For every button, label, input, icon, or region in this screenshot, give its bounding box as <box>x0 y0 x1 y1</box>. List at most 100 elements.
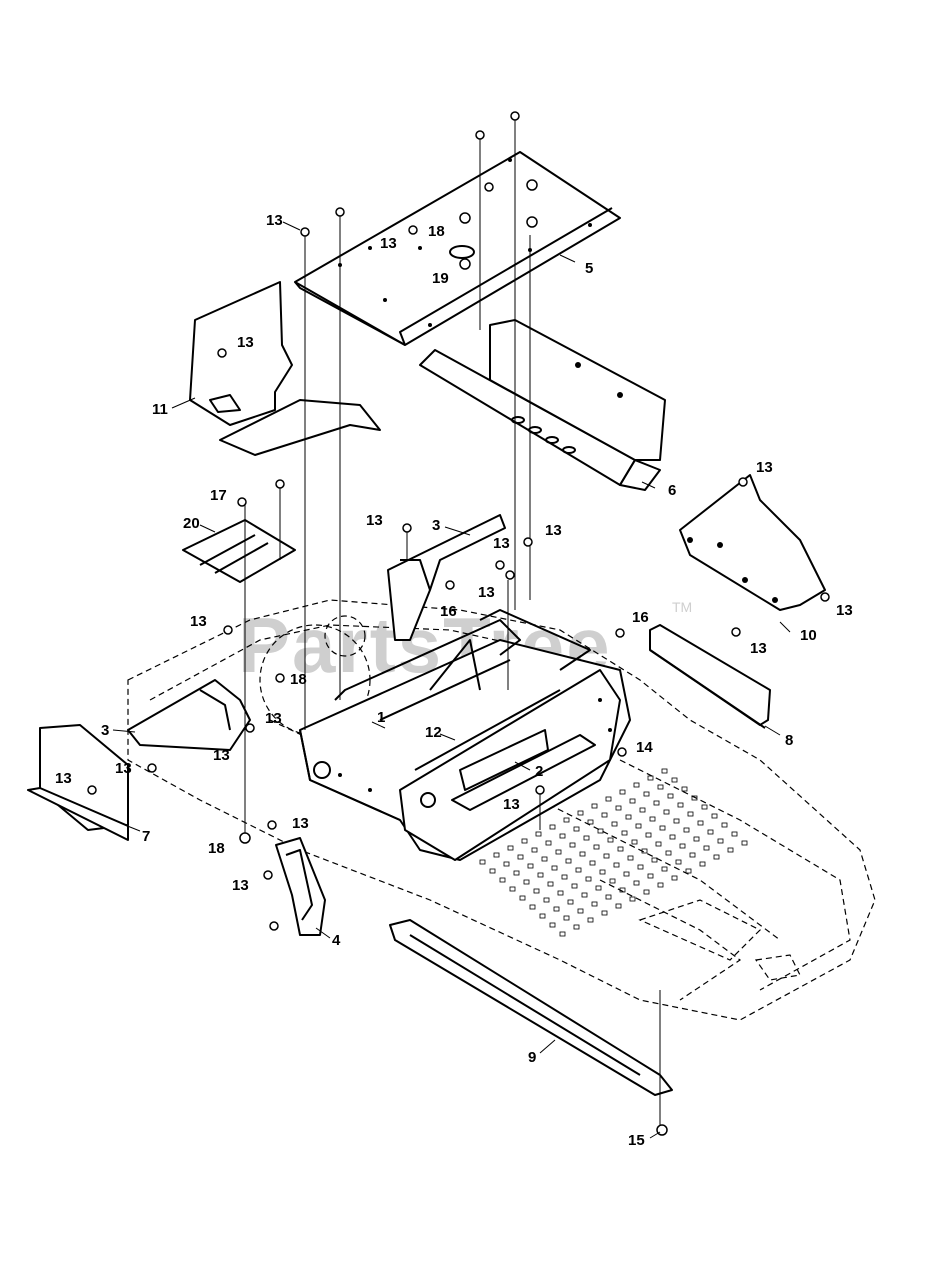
perforation <box>563 817 570 823</box>
perforation <box>689 852 696 858</box>
callout-13: 13 <box>756 459 773 476</box>
perforation <box>667 793 674 799</box>
perforation <box>575 867 582 873</box>
perforation <box>687 811 694 817</box>
part-9-lower-rail <box>389 919 673 1096</box>
perforation <box>731 831 738 837</box>
callout-14: 14 <box>636 739 653 756</box>
perforation <box>713 854 720 860</box>
bolt-17 <box>237 497 247 507</box>
perforation <box>661 768 668 774</box>
nut <box>526 216 538 228</box>
perforation <box>607 837 614 843</box>
nut-18 <box>239 832 251 844</box>
perforation <box>699 861 706 867</box>
perforation <box>591 803 598 809</box>
perforation <box>549 824 556 830</box>
callout-leaders <box>112 221 791 1139</box>
perforation <box>647 873 654 879</box>
perforation <box>597 828 604 834</box>
perforation <box>587 917 594 923</box>
perforation <box>587 819 594 825</box>
bolt <box>335 207 345 217</box>
perforation <box>707 829 714 835</box>
callout-13: 13 <box>232 877 249 894</box>
bolt-13 <box>87 785 97 795</box>
perforation <box>577 908 584 914</box>
perforation <box>675 859 682 865</box>
callout-18: 18 <box>428 223 445 240</box>
callout-1: 1 <box>377 709 385 726</box>
perforation <box>683 827 690 833</box>
perforation <box>717 838 724 844</box>
perforation <box>591 901 598 907</box>
bolt-13 <box>147 763 157 773</box>
perforation <box>657 784 664 790</box>
part-1-main-frame <box>299 609 631 861</box>
perforation <box>573 924 580 930</box>
perforation <box>697 820 704 826</box>
perforation <box>551 865 558 871</box>
nut <box>526 179 538 191</box>
callout-13: 13 <box>115 760 132 777</box>
perforation <box>605 894 612 900</box>
floor-plate-perforations <box>479 768 748 937</box>
perforation <box>601 812 608 818</box>
perforation <box>643 791 650 797</box>
perforation <box>711 813 718 819</box>
bolt-13 <box>820 592 830 602</box>
perforation <box>645 832 652 838</box>
perforation <box>647 775 654 781</box>
perforation <box>517 854 524 860</box>
perforation <box>655 841 662 847</box>
perforation <box>601 910 608 916</box>
perforation <box>563 915 570 921</box>
perforation <box>541 856 548 862</box>
perforation <box>673 818 680 824</box>
perforation <box>585 876 592 882</box>
callout-13: 13 <box>545 522 562 539</box>
perforation <box>649 816 656 822</box>
bolt-13 <box>263 870 273 880</box>
perforation <box>609 878 616 884</box>
bolt-13 <box>402 523 412 533</box>
bolt-15 <box>656 1124 668 1136</box>
bolt <box>484 182 494 192</box>
perforation <box>513 870 520 876</box>
callout-7: 7 <box>142 828 150 845</box>
callout-13: 13 <box>213 747 230 764</box>
perforation <box>603 853 610 859</box>
callout-13: 13 <box>190 613 207 630</box>
perforation <box>553 906 560 912</box>
nut-18 <box>459 212 471 224</box>
bolt <box>275 479 285 489</box>
perforation <box>559 833 566 839</box>
perforation <box>579 851 586 857</box>
perforation <box>625 814 632 820</box>
part-10-side-panel <box>679 474 826 611</box>
perforation <box>539 913 546 919</box>
perforation <box>721 822 728 828</box>
callout-20: 20 <box>183 515 200 532</box>
callout-3-upper: 3 <box>432 517 440 534</box>
nut-18 <box>275 673 285 683</box>
perforation <box>493 852 500 858</box>
perforation <box>599 869 606 875</box>
bolt-13 <box>408 225 418 235</box>
bolt-13 <box>300 227 310 237</box>
perforation <box>657 882 664 888</box>
perforation <box>617 846 624 852</box>
perforation <box>663 809 670 815</box>
perforation <box>633 880 640 886</box>
callout-13: 13 <box>478 584 495 601</box>
callout-13: 13 <box>493 535 510 552</box>
callouts: 1 2 3 3 4 5 6 7 8 9 10 11 12 13 13 13 13… <box>55 212 853 1149</box>
bolt <box>269 921 279 931</box>
bolt-13 <box>245 723 255 733</box>
assembly-lines <box>244 118 661 1125</box>
perforation <box>593 844 600 850</box>
perforation <box>619 789 626 795</box>
bolt-13 <box>267 820 277 830</box>
perforation <box>577 810 584 816</box>
callout-12: 12 <box>425 724 442 741</box>
